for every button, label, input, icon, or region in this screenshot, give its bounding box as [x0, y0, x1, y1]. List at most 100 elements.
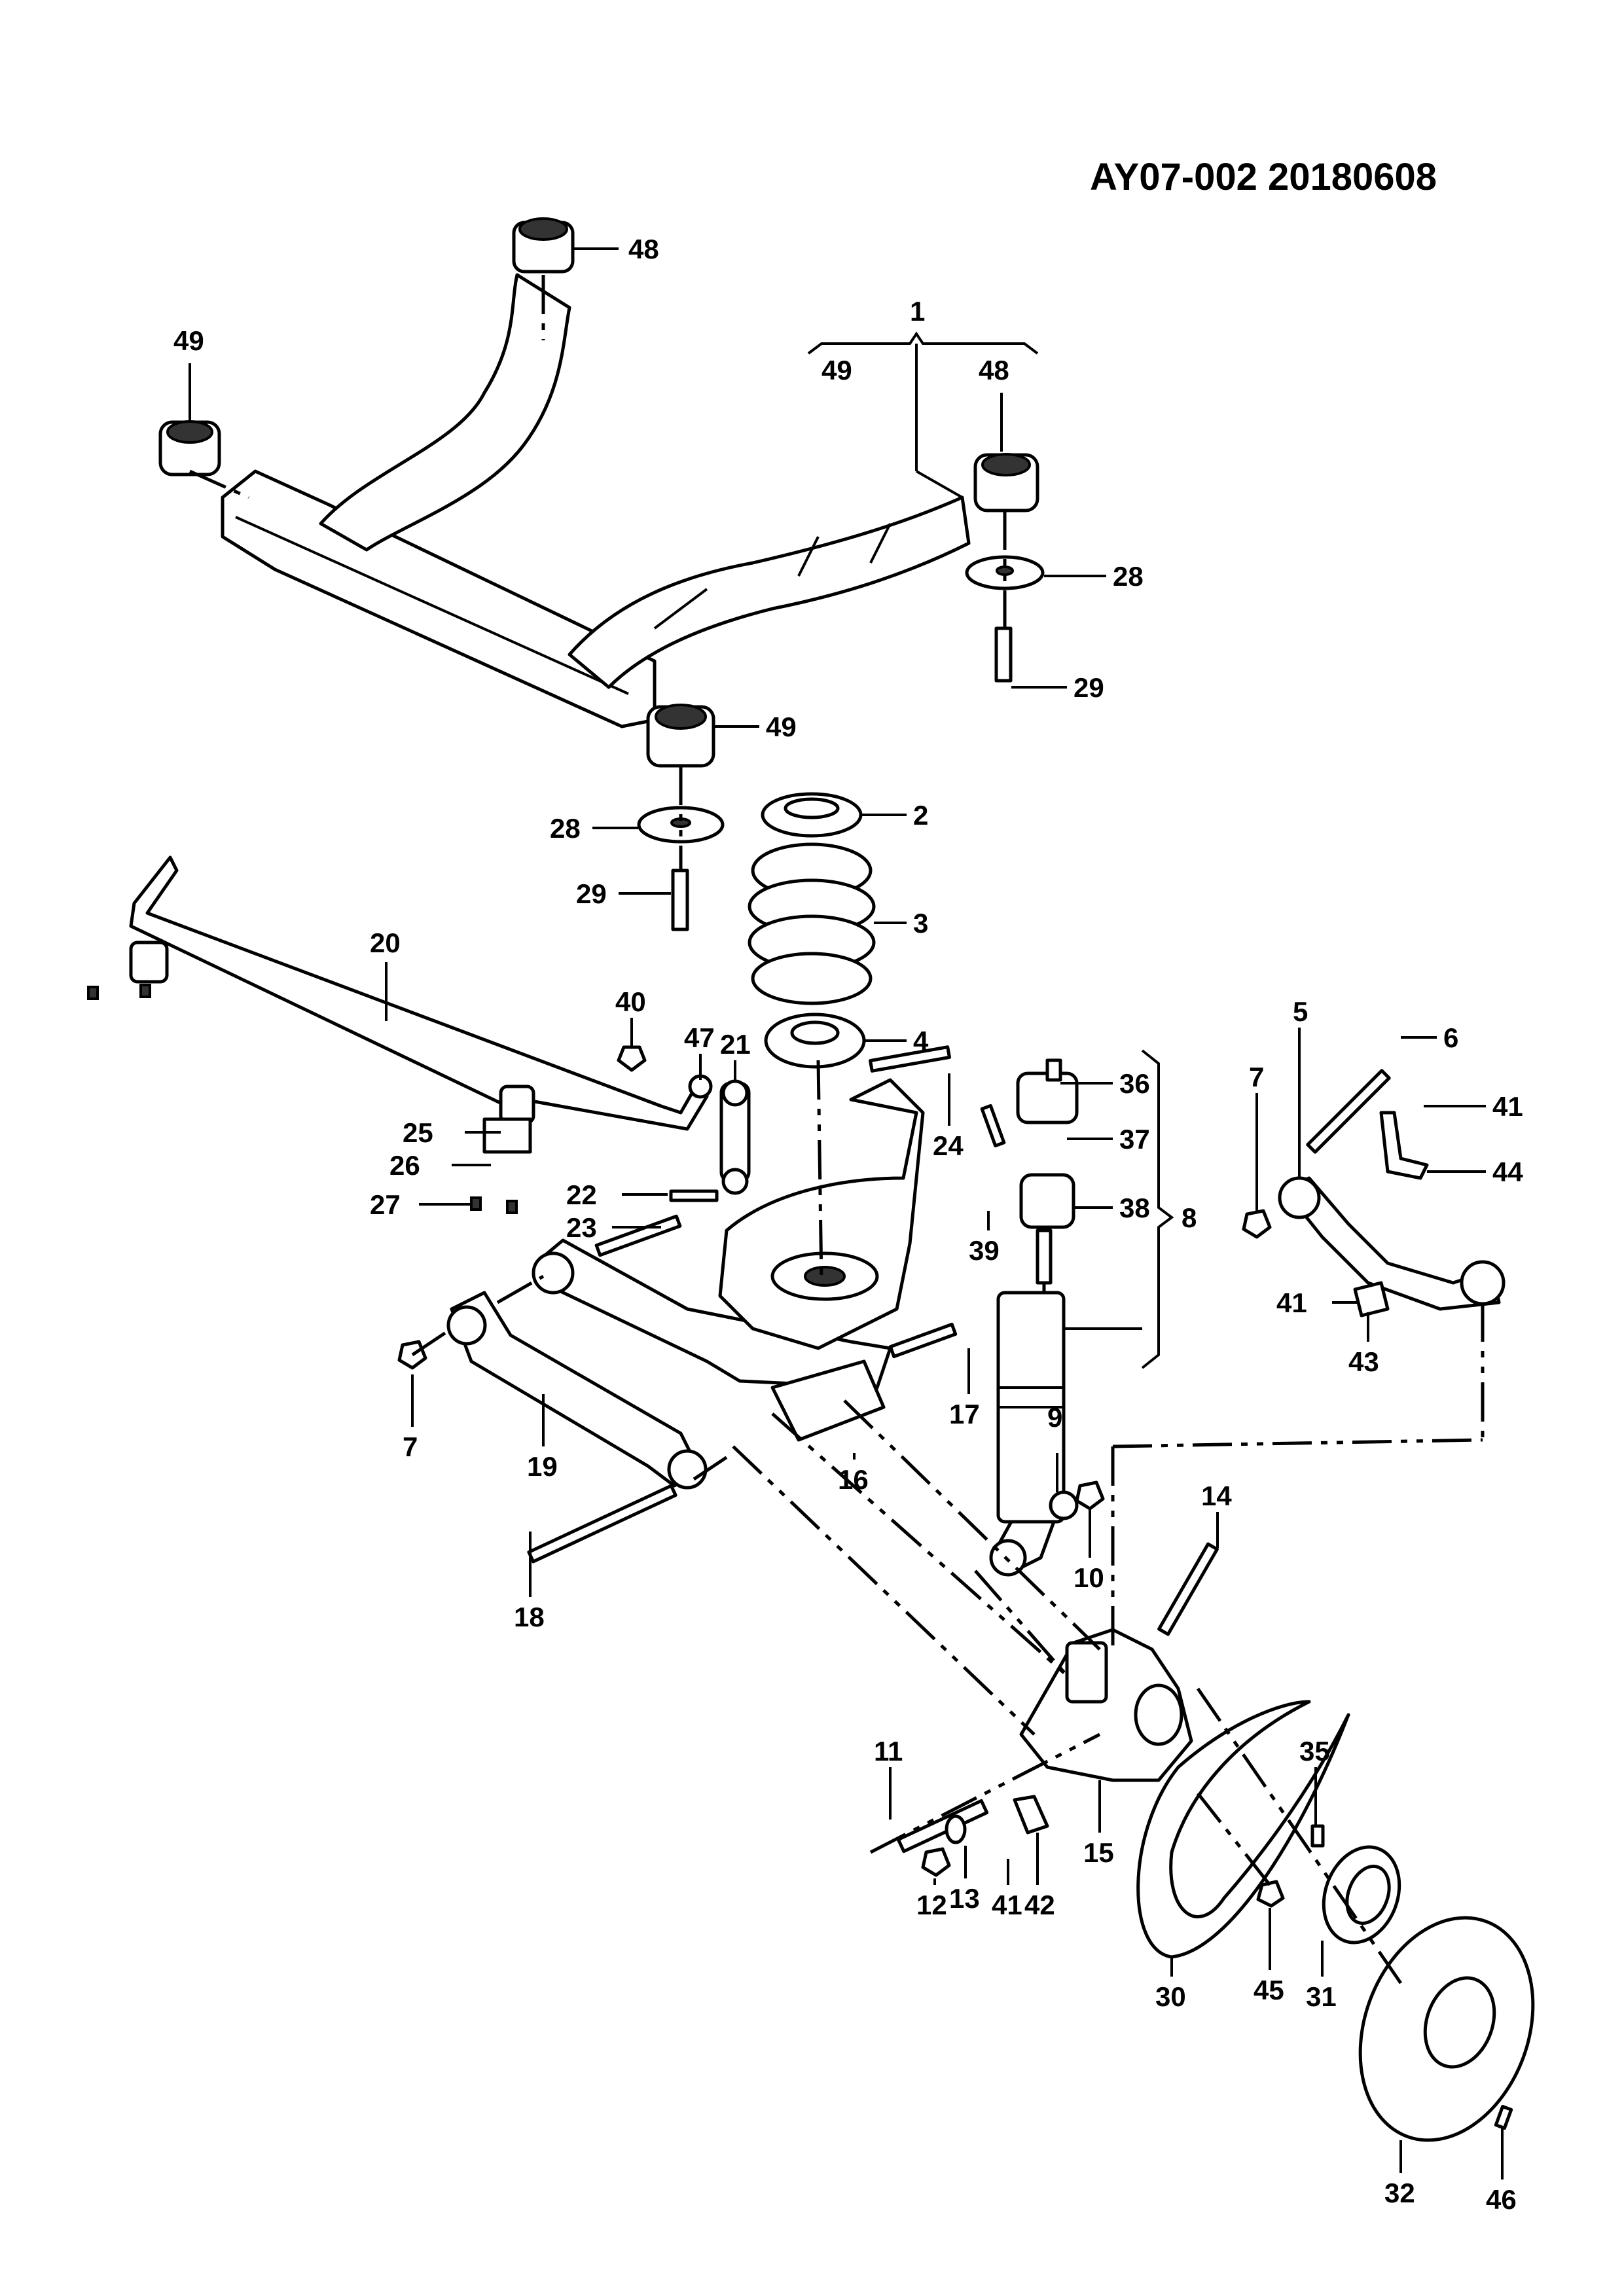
- lower-control-arm-19: [446, 1291, 708, 1490]
- dust-shield-30: [1136, 1700, 1350, 1959]
- callout-labels: 48 49 1 49 48 28 29 49 2 28 3 29 20 4 40…: [173, 234, 1523, 2215]
- nut-12: [921, 1847, 951, 1877]
- callout-16: 16: [838, 1464, 869, 1495]
- bushing-bottom: [646, 704, 715, 768]
- bolt-14: [1157, 1542, 1219, 1636]
- callout-19: 19: [527, 1451, 558, 1482]
- callout-48: 48: [628, 234, 659, 264]
- stabilizer-bracket: [482, 1117, 532, 1154]
- nut-10: [1075, 1480, 1105, 1511]
- callout-11: 11: [874, 1736, 903, 1767]
- bolt-35: [1310, 1824, 1325, 1848]
- document-id: AY07-002 20180608: [1090, 156, 1437, 198]
- callout-26: 26: [389, 1150, 420, 1181]
- callout-46: 46: [1486, 2184, 1517, 2215]
- callout-21: 21: [720, 1029, 751, 1060]
- bolt-left: [671, 869, 689, 931]
- callout-31: 31: [1306, 1981, 1337, 2012]
- bolt-24: [869, 1045, 951, 1073]
- callout-4: 4: [913, 1026, 929, 1056]
- nut-7-upper: [1242, 1209, 1272, 1239]
- callout-49: 49: [821, 355, 852, 386]
- callout-1: 1: [910, 296, 925, 327]
- callout-28: 28: [1113, 561, 1144, 592]
- bolt-right: [994, 626, 1013, 683]
- upper-control-arm-16: [532, 1238, 892, 1390]
- callout-43: 43: [1348, 1346, 1379, 1377]
- callout-42: 42: [1024, 1890, 1055, 1920]
- callout-15: 15: [1083, 1837, 1114, 1868]
- callout-3: 3: [913, 908, 928, 939]
- callout-17: 17: [949, 1399, 980, 1429]
- callout-49: 49: [173, 325, 204, 356]
- callout-6: 6: [1443, 1022, 1458, 1053]
- callout-7: 7: [1249, 1062, 1264, 1092]
- callout-32: 32: [1384, 2178, 1415, 2208]
- callout-39: 39: [969, 1235, 1000, 1266]
- callout-48: 48: [979, 355, 1009, 386]
- leader-lines: [189, 247, 1504, 2179]
- toe-link-5: [1278, 1176, 1506, 1311]
- bolt-22: [669, 1189, 719, 1202]
- washer-9: [1049, 1490, 1079, 1520]
- hub-bearing-31: [1322, 1845, 1401, 1945]
- callout-41: 41: [1492, 1091, 1523, 1122]
- bolt-23: [594, 1214, 682, 1257]
- bracket-42: [1013, 1795, 1049, 1835]
- callout-30: 30: [1155, 1981, 1186, 2012]
- callout-36: 36: [1119, 1068, 1150, 1099]
- callout-12: 12: [916, 1890, 947, 1920]
- callout-24: 24: [933, 1130, 964, 1161]
- washer-13: [945, 1814, 967, 1844]
- callout-8: 8: [1182, 1202, 1197, 1233]
- bushing-left: [158, 420, 221, 476]
- bracket-16: [770, 1359, 886, 1442]
- callout-5: 5: [1293, 996, 1308, 1027]
- callout-27: 27: [370, 1189, 401, 1220]
- bracket-44: [1379, 1111, 1429, 1180]
- bolt-6: [1306, 1069, 1391, 1154]
- shock-absorber-assembly: [989, 1058, 1079, 1577]
- callout-41: 41: [992, 1890, 1022, 1920]
- callout-25: 25: [403, 1117, 433, 1148]
- callout-10: 10: [1074, 1562, 1104, 1593]
- callout-14: 14: [1201, 1480, 1232, 1511]
- spring-seat-arm: [718, 1078, 925, 1350]
- callout-40: 40: [615, 986, 646, 1017]
- callout-29: 29: [1074, 672, 1104, 703]
- callout-44: 44: [1492, 1157, 1523, 1187]
- callout-47: 47: [684, 1022, 715, 1053]
- callout-41: 41: [1276, 1287, 1307, 1318]
- subframe-drawing: [158, 217, 1039, 768]
- coil-spring: [748, 842, 876, 1005]
- callout-18: 18: [514, 1602, 545, 1632]
- nut-40: [617, 1045, 647, 1072]
- callout-49: 49: [766, 711, 797, 742]
- bolt-39: [980, 1103, 1006, 1148]
- callout-7: 7: [403, 1431, 418, 1462]
- bolt-18: [527, 1484, 677, 1564]
- callout-37: 37: [1119, 1124, 1150, 1155]
- callout-1-bracket: [807, 331, 1039, 355]
- callout-22: 22: [566, 1179, 597, 1210]
- bolt-45: [1256, 1880, 1285, 1908]
- bolt-17: [888, 1322, 958, 1359]
- bushing-top: [512, 217, 575, 274]
- callout-23: 23: [566, 1212, 597, 1243]
- callout-29: 29: [576, 878, 607, 909]
- callout-35: 35: [1299, 1736, 1330, 1767]
- bushing-right: [973, 453, 1039, 512]
- callout-38: 38: [1119, 1193, 1150, 1223]
- callout-20: 20: [370, 927, 401, 958]
- screw-46: [1494, 2105, 1513, 2130]
- bolt-11: [896, 1799, 989, 1854]
- brake-disc-32: [1358, 1916, 1535, 2142]
- callout-13: 13: [949, 1883, 980, 1914]
- callout-28: 28: [550, 813, 581, 844]
- stabilizer-bushing: [499, 1085, 535, 1124]
- callout-45: 45: [1254, 1975, 1284, 2005]
- callout-9: 9: [1047, 1402, 1062, 1433]
- bracket-43: [1353, 1281, 1390, 1318]
